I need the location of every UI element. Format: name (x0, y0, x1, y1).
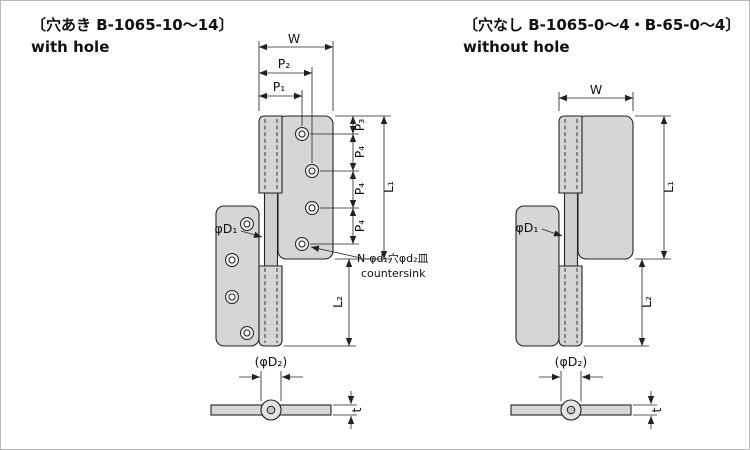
upper-leaf-holes (295, 127, 319, 251)
lower-knuckle (258, 265, 283, 347)
dim-label-phiD2: (φD₂) (555, 354, 588, 369)
lower-knuckle (558, 265, 583, 347)
left-hinge-front-view (215, 115, 334, 347)
dim-label-P4a: P₄ (352, 146, 367, 159)
dim-label-P2: P₂ (278, 56, 291, 71)
left-dimensions: W P₂ P₁ P₃ P₄ P₄ P₄ L₁ L₂ φD₁ N-φd₁穴φd₂皿… (215, 31, 429, 347)
left-hinge-plan-view: (φD₂) t (210, 354, 364, 429)
dim-label-P1: P₁ (273, 79, 286, 94)
plan-extension-lines (560, 371, 657, 416)
right-hinge-front-view (515, 115, 634, 347)
upper-leaf (577, 115, 634, 260)
leader-phiD1 (541, 228, 563, 237)
dim-label-L2: L₂ (330, 296, 345, 308)
leader-phiD1 (240, 230, 263, 238)
extension-lines (558, 92, 671, 347)
right-dimensions: W φD₁ L₁ L₂ (516, 82, 676, 347)
countersink-note-jp: N-φd₁穴φd₂皿 (357, 251, 429, 265)
hinge-pin (263, 192, 279, 267)
dim-label-t: t (649, 407, 664, 412)
leader-countersink (310, 245, 362, 259)
hidden-pin-lines (564, 119, 578, 343)
upper-knuckle (558, 115, 583, 194)
dim-label-W: W (288, 31, 300, 46)
dim-label-t: t (349, 407, 364, 412)
dim-label-P4c: P₄ (352, 220, 367, 233)
dim-label-W: W (590, 82, 602, 97)
left-figure: 〔穴あき B-1065-10〜14〕 with hole (31, 16, 429, 429)
hidden-pin-lines (264, 119, 278, 343)
right-hinge-plan-view: (φD₂) t (510, 354, 664, 429)
dim-label-P4b: P₄ (352, 183, 367, 196)
dim-label-P3: P₃ (352, 119, 367, 132)
plan-pin-end (266, 405, 276, 415)
right-title-jp: 〔穴なし B-1065-0〜4・B-65-0〜4〕 (463, 16, 740, 34)
countersink-note-en: countersink (361, 267, 426, 280)
left-title-jp: 〔穴あき B-1065-10〜14〕 (31, 16, 234, 34)
left-title-en: with hole (31, 38, 109, 56)
right-title-en: without hole (463, 38, 570, 56)
upper-knuckle (258, 115, 283, 194)
plan-extension-lines (260, 371, 357, 416)
dim-label-phiD2: (φD₂) (255, 354, 288, 369)
dim-label-L2: L₂ (639, 296, 654, 308)
dim-label-phiD1: φD₁ (516, 220, 539, 235)
dim-label-phiD1: φD₁ (215, 221, 238, 236)
dim-label-L1: L₁ (381, 181, 396, 193)
lower-leaf-holes (225, 217, 254, 340)
dim-label-L1: L₁ (661, 181, 676, 193)
right-figure: 〔穴なし B-1065-0〜4・B-65-0〜4〕 without hole W… (463, 16, 740, 429)
plan-pin-end (566, 405, 576, 415)
hinge-pin (563, 192, 579, 267)
